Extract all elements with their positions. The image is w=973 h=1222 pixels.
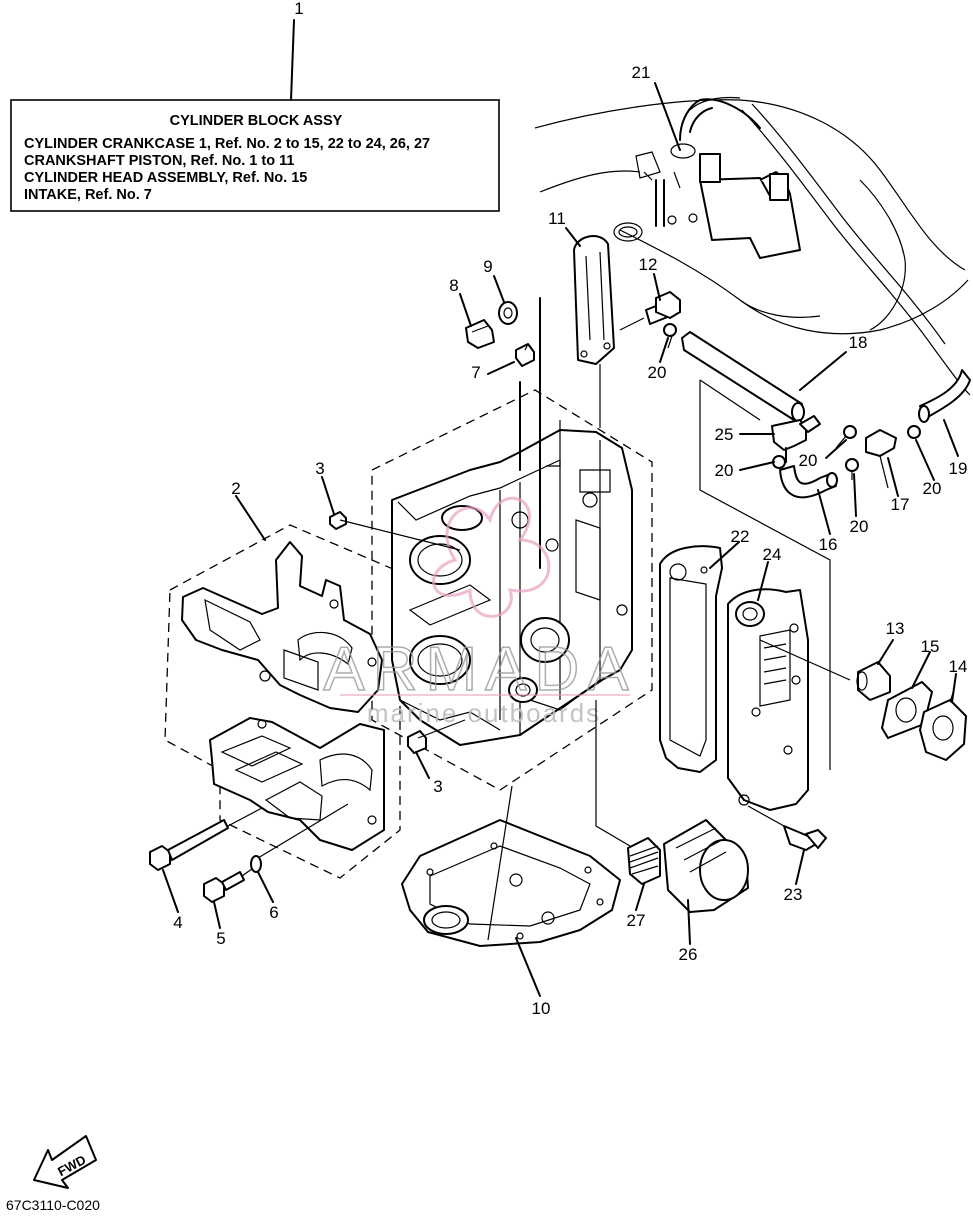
callout-5: 5 — [216, 929, 225, 948]
thermostat-part-13 — [856, 661, 891, 701]
clip-part-20 — [835, 425, 857, 449]
washer-part-9 — [498, 301, 518, 325]
clip-part-20 — [663, 323, 677, 349]
callout-10: 10 — [532, 999, 551, 1018]
cylinder-block — [391, 297, 633, 746]
diagram-code: 67C3110-C020 — [6, 1197, 100, 1213]
callout-25: 25 — [715, 425, 734, 444]
dowel-pin-3-lower — [407, 719, 466, 754]
bolt-part-23 — [747, 805, 827, 851]
bracket-part-11 — [573, 235, 615, 428]
hose-part-16 — [779, 465, 838, 499]
callout-20-a: 20 — [648, 363, 667, 382]
leader-lines — [162, 82, 959, 997]
callout-20-c: 20 — [799, 451, 818, 470]
fitting-group-boundary — [699, 380, 831, 770]
callout-3-upper: 3 — [315, 459, 324, 478]
bolt-part-12 — [619, 291, 681, 331]
clip-part-20 — [845, 458, 859, 480]
callout-19: 19 — [949, 459, 968, 478]
callout-27: 27 — [627, 911, 646, 930]
callout-4: 4 — [173, 913, 182, 932]
bolt-part-5 — [203, 865, 257, 903]
callout-12: 12 — [639, 255, 658, 274]
callout-13: 13 — [886, 619, 905, 638]
spring-part-27 — [595, 700, 661, 885]
callout-23: 23 — [784, 885, 803, 904]
callout-15: 15 — [921, 637, 940, 656]
powerhead-outline — [534, 96, 971, 396]
plug-part-8 — [465, 319, 495, 349]
callout-22: 22 — [731, 527, 750, 546]
oil-filter-part-26 — [663, 819, 749, 913]
callout-9: 9 — [483, 257, 492, 276]
cover-part-24 — [727, 588, 851, 811]
info-box-line: INTAKE, Ref. No. 7 — [24, 187, 152, 203]
block-boundary — [371, 389, 653, 791]
callout-7: 7 — [471, 363, 480, 382]
callout-20-d: 20 — [923, 479, 942, 498]
callout-17: 17 — [891, 495, 910, 514]
callout-21: 21 — [632, 63, 651, 82]
washer-part-6 — [250, 803, 349, 873]
t-fitting-part-25 — [771, 415, 821, 463]
callout-numbers: 1 21 11 9 12 8 18 7 20 25 19 3 20 20 20 … — [173, 0, 967, 1018]
fitting-part-17 — [865, 429, 897, 489]
callout-2: 2 — [231, 479, 240, 498]
info-box: CYLINDER BLOCK ASSY CYLINDER CRANKCASE 1… — [10, 19, 500, 212]
callout-11: 11 — [548, 209, 566, 228]
assembly-2-boundary — [164, 524, 401, 879]
gasket-part-10 — [401, 785, 621, 947]
hose-part-18 — [681, 331, 805, 422]
callout-20-e: 20 — [850, 517, 869, 536]
callout-20-b: 20 — [715, 461, 734, 480]
info-box-line: CRANKSHAFT PISTON, Ref. No. 1 to 11 — [24, 153, 294, 169]
callout-14: 14 — [949, 657, 968, 676]
callout-1: 1 — [294, 0, 303, 18]
clip-part-20 — [907, 425, 921, 439]
fwd-arrow: FWD — [33, 1135, 97, 1189]
watermark: ARMADA marine outboards — [323, 496, 636, 728]
callout-8: 8 — [449, 276, 458, 295]
crankcase-part-2 — [181, 541, 385, 851]
info-box-title: CYLINDER BLOCK ASSY — [170, 113, 343, 129]
hose-part-19 — [918, 369, 971, 423]
gasket-part-22 — [659, 545, 723, 773]
fwd-arrow-icon — [33, 1135, 97, 1189]
info-box-line: CYLINDER CRANKCASE 1, Ref. No. 2 to 15, … — [24, 136, 430, 152]
callout-18: 18 — [849, 333, 868, 352]
callout-16: 16 — [819, 535, 838, 554]
callout-26: 26 — [679, 945, 698, 964]
bolt-part-4 — [149, 807, 263, 871]
watermark-tagline: marine outboards — [367, 698, 601, 728]
fitting-part-7 — [515, 343, 535, 367]
info-box-line: CYLINDER HEAD ASSEMBLY, Ref. No. 15 — [24, 170, 307, 186]
callout-3-lower: 3 — [433, 777, 442, 796]
watermark-brand: ARMADA — [323, 635, 636, 704]
callout-24: 24 — [763, 545, 782, 564]
callout-6: 6 — [269, 903, 278, 922]
dowel-pin-3-upper — [329, 511, 461, 551]
watermark-logo — [432, 496, 551, 618]
